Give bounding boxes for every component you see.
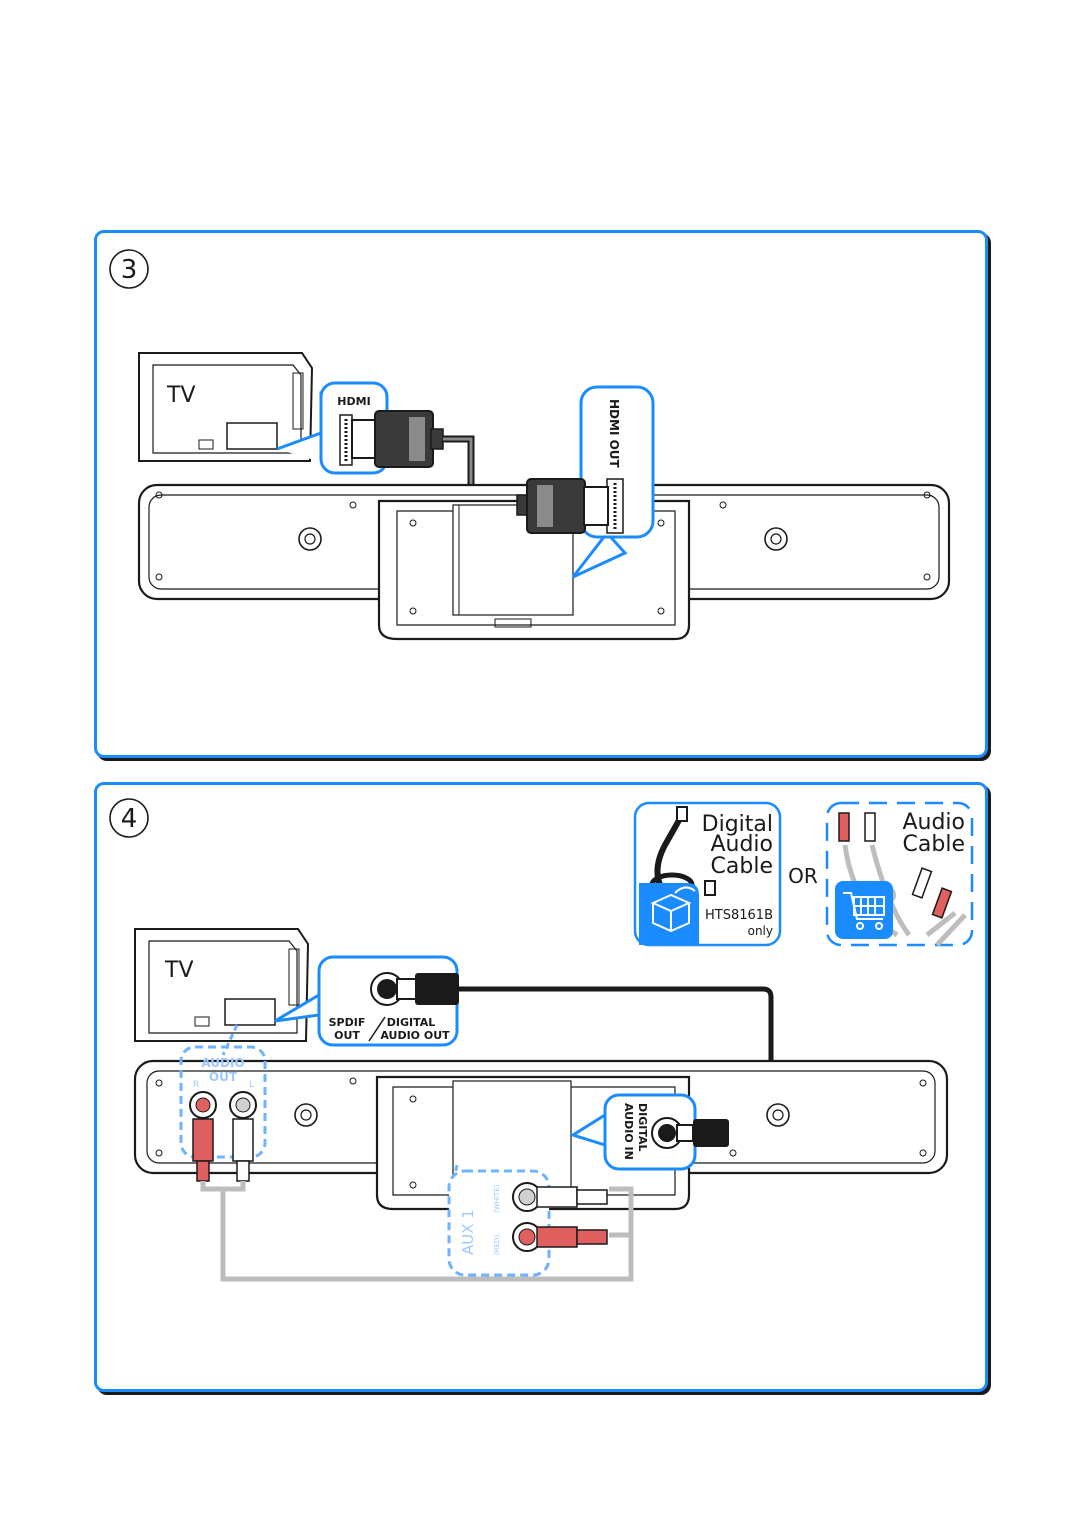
spdif-divider [368, 1016, 386, 1042]
shopping-cart-icon-background [835, 881, 893, 939]
option-b-line2: Cable [903, 832, 965, 857]
shopping-cart-icon [843, 892, 885, 930]
option-b-line1: Audio [902, 810, 965, 835]
option-a-model: HTS8161B [705, 908, 773, 923]
tv-label: TV [166, 383, 196, 408]
digital-in-label-1: DIGITAL [636, 1103, 649, 1152]
spdif-label-1: SPDIF [329, 1016, 366, 1029]
digital-audio-out-label-2: AUDIO OUT [380, 1029, 450, 1042]
option-a-line1: Digital [702, 812, 773, 837]
tv-back-panel: TV [138, 352, 314, 462]
rca-plug-icon [192, 1118, 254, 1182]
box-icon-background [639, 883, 699, 945]
hdmi-plug-icon [516, 478, 609, 534]
digital-in-label-2: AUDIO IN [622, 1103, 635, 1160]
step-4-panel: 4 Digital Audio Cable HTS8161B only OR [94, 782, 988, 1392]
step-3-diagram: 3 TV HDMI [109, 249, 951, 641]
rca-plug-icon [536, 1186, 608, 1248]
rca-cable [200, 1181, 634, 1282]
audio-out-callout [179, 1045, 267, 1159]
step-number: 3 [121, 255, 138, 285]
optical-plug-icon [676, 1119, 729, 1147]
step-number-circle [109, 249, 149, 289]
hdmi-label: HDMI [337, 395, 370, 408]
hdmi-port-icon [339, 414, 353, 466]
tv-label: TV [164, 958, 194, 983]
option-a-line2: Audio [710, 832, 773, 857]
aux-red-label: (RED) [493, 1235, 501, 1255]
rca-jacks-tv [189, 1091, 257, 1119]
optical-plug-icon [396, 973, 459, 1005]
spdif-label-2: OUT [334, 1029, 360, 1042]
or-label: OR [788, 864, 818, 888]
step-3-panel: 3 TV HDMI [94, 230, 988, 758]
audio-out-r: R [193, 1080, 199, 1090]
hdmi-plug-icon [351, 410, 444, 468]
audio-out-label-2: OUT [209, 1070, 238, 1084]
aux-white-label: (WHITE) [493, 1184, 501, 1213]
tv-back-panel: TV [134, 928, 310, 1042]
step-4-diagram: 4 Digital Audio Cable HTS8161B only OR [109, 798, 974, 1282]
box-icon [650, 886, 696, 933]
option-a-line3: Cable [711, 854, 773, 879]
step-number-circle [109, 798, 149, 838]
hdmi-out-label: HDMI OUT [607, 399, 621, 469]
aux-label: AUX 1 [459, 1209, 477, 1255]
hdmi-out-callout-pointer [571, 530, 628, 579]
hdmi-out-port-icon [606, 478, 624, 534]
option-a-model-note: only [748, 924, 773, 938]
digital-audio-out-label-1: DIGITAL [387, 1016, 436, 1029]
step-number: 4 [121, 804, 138, 834]
optical-port-icon [370, 972, 404, 1006]
audio-out-l: L [249, 1080, 254, 1090]
audio-out-label-1: AUDIO [201, 1056, 244, 1070]
